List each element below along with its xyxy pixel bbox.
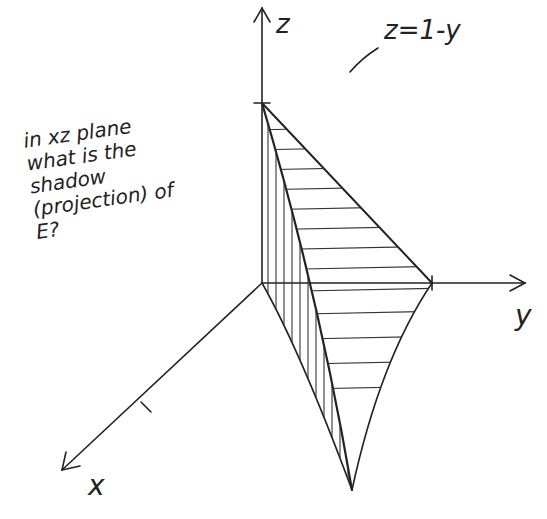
axis-label: z=1-y bbox=[384, 16, 461, 46]
axis-label: x bbox=[88, 470, 105, 502]
note-text: in xz plane what is the shadow (projecti… bbox=[22, 108, 196, 244]
axis-label: y bbox=[515, 300, 532, 332]
axis-label: z bbox=[276, 10, 290, 40]
